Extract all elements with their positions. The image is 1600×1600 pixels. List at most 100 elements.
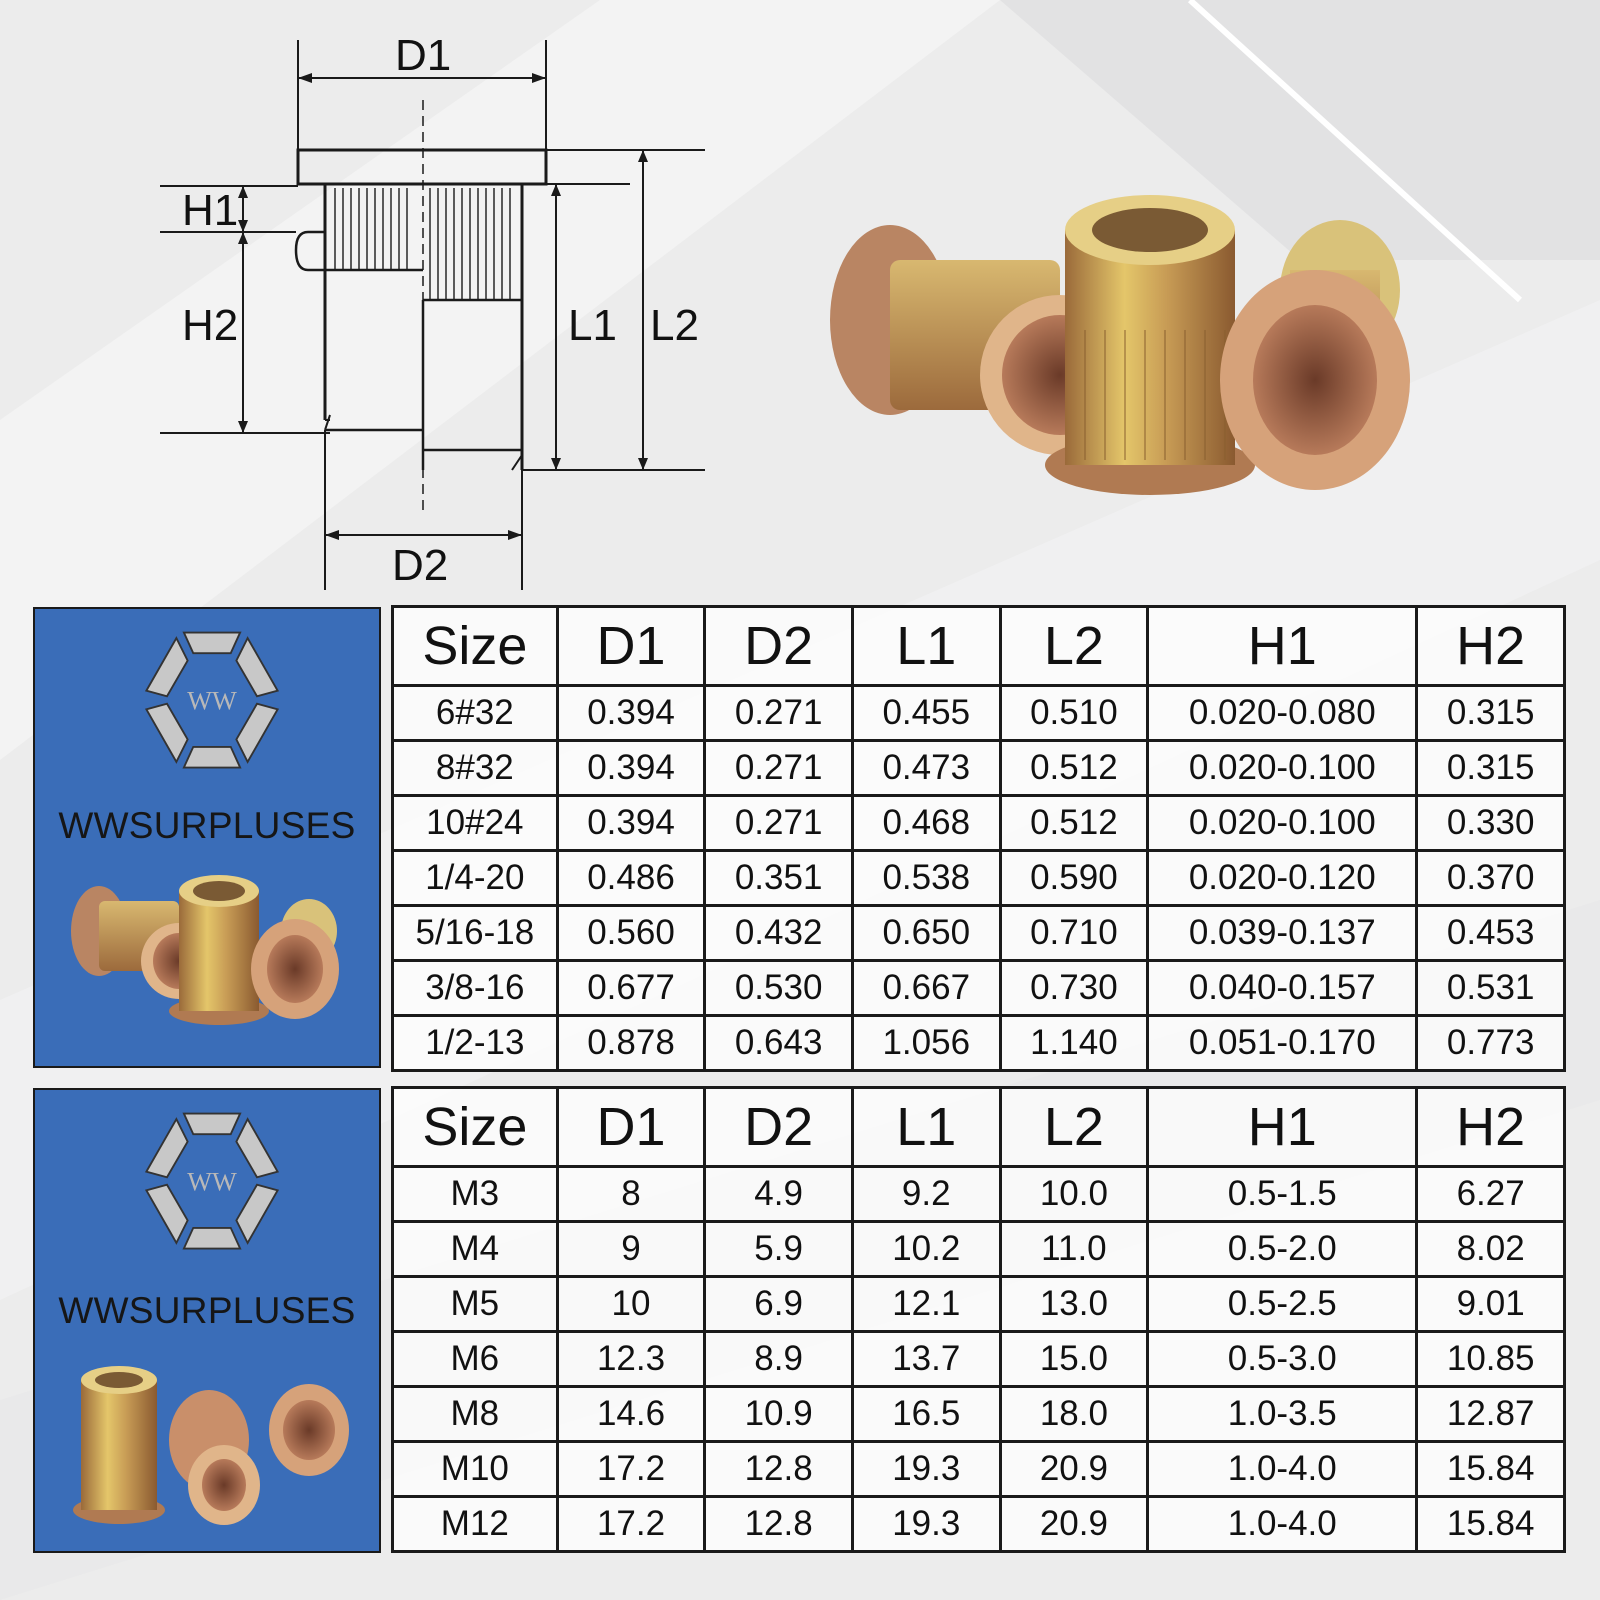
dimension-diagram: D1 D2 H1 H2 L1 L2 [160, 31, 705, 590]
table-cell: 0.677 [555, 959, 707, 1017]
table-cell: 13.7 [850, 1330, 1002, 1388]
table-row: 8#32 0.394 0.271 0.473 0.512 0.020-0.100… [391, 739, 1566, 797]
table-cell: 14.6 [555, 1385, 707, 1443]
column-header: L1 [850, 605, 1002, 687]
table-cell: M6 [391, 1330, 559, 1388]
table-cell: 0.271 [703, 739, 854, 797]
table-cell: 12.1 [850, 1275, 1002, 1333]
table-cell: 19.3 [850, 1495, 1002, 1553]
table-cell: M12 [391, 1495, 559, 1553]
table-header-row: Size D1 D2 L1 L2 H1 H2 [391, 1086, 1566, 1168]
table-cell: 6#32 [391, 684, 559, 742]
label-d2: D2 [392, 541, 448, 590]
table-cell: 0.643 [703, 1014, 854, 1072]
table-cell: 12.8 [703, 1440, 854, 1498]
label-l1: L1 [568, 301, 617, 350]
label-l2: L2 [650, 301, 699, 350]
table-cell: 1.0-4.0 [1146, 1495, 1419, 1553]
column-header: D2 [703, 605, 854, 687]
table-cell: 15.84 [1415, 1440, 1566, 1498]
table-cell: 0.710 [998, 904, 1150, 962]
table-row: 3/8-16 0.677 0.530 0.667 0.730 0.040-0.1… [391, 959, 1566, 1017]
table-cell: 13.0 [998, 1275, 1150, 1333]
table-cell: 6.27 [1415, 1165, 1566, 1223]
table-row: M8 14.6 10.9 16.5 18.0 1.0-3.5 12.87 [391, 1385, 1566, 1443]
table-row: M6 12.3 8.9 13.7 15.0 0.5-3.0 10.85 [391, 1330, 1566, 1388]
table-cell: 0.351 [703, 849, 854, 907]
table-cell: 1.056 [850, 1014, 1002, 1072]
table-cell: 12.3 [555, 1330, 707, 1388]
brand-panel-metric: WW WWSURPLUSES [33, 1088, 381, 1553]
table-cell: 20.9 [998, 1495, 1150, 1553]
metric-size-table: Size D1 D2 L1 L2 H1 H2 M3 8 4.9 9.2 10.0… [391, 1086, 1566, 1553]
brand-logo-icon: WW [144, 631, 280, 769]
column-header: L1 [850, 1086, 1002, 1168]
table-cell: 17.2 [555, 1495, 707, 1553]
table-cell: 4.9 [703, 1165, 854, 1223]
table-cell: M10 [391, 1440, 559, 1498]
table-cell: 12.8 [703, 1495, 854, 1553]
column-header: L2 [998, 1086, 1150, 1168]
table-cell: 10.0 [998, 1165, 1150, 1223]
table-cell: 0.538 [850, 849, 1002, 907]
table-cell: 0.667 [850, 959, 1002, 1017]
table-cell: 0.453 [1415, 904, 1566, 962]
table-cell: M4 [391, 1220, 559, 1278]
label-d1: D1 [395, 31, 451, 80]
table-cell: 0.039-0.137 [1146, 904, 1419, 962]
brand-panel-imperial: WW WWSURPLUSES [33, 607, 381, 1068]
table-row: M3 8 4.9 9.2 10.0 0.5-1.5 6.27 [391, 1165, 1566, 1223]
table-row: 6#32 0.394 0.271 0.455 0.510 0.020-0.080… [391, 684, 1566, 742]
table-row: M4 9 5.9 10.2 11.0 0.5-2.0 8.02 [391, 1220, 1566, 1278]
table-cell: 0.020-0.080 [1146, 684, 1419, 742]
logo-letters: WW [187, 1167, 237, 1196]
table-cell: 15.0 [998, 1330, 1150, 1388]
table-cell: 0.773 [1415, 1014, 1566, 1072]
table-cell: 0.530 [703, 959, 854, 1017]
column-header: D1 [555, 605, 707, 687]
table-cell: 10.85 [1415, 1330, 1566, 1388]
table-cell: M5 [391, 1275, 559, 1333]
table-cell: 9.01 [1415, 1275, 1566, 1333]
table-cell: 0.531 [1415, 959, 1566, 1017]
table-cell: 0.878 [555, 1014, 707, 1072]
table-cell: 16.5 [850, 1385, 1002, 1443]
table-cell: 19.3 [850, 1440, 1002, 1498]
rivet-nuts-thumbnail-icon [73, 1366, 349, 1525]
column-header: Size [391, 605, 559, 687]
table-cell: 0.468 [850, 794, 1002, 852]
table-row: 1/4-20 0.486 0.351 0.538 0.590 0.020-0.1… [391, 849, 1566, 907]
table-cell: 1.140 [998, 1014, 1150, 1072]
table-row: 5/16-18 0.560 0.432 0.650 0.710 0.039-0.… [391, 904, 1566, 962]
table-cell: 0.455 [850, 684, 1002, 742]
table-cell: 1/4-20 [391, 849, 559, 907]
table-cell: 9 [555, 1220, 707, 1278]
rivet-nut-photo [830, 195, 1410, 495]
table-cell: 0.020-0.100 [1146, 739, 1419, 797]
label-h1: H1 [182, 186, 238, 235]
table-cell: 0.5-2.5 [1146, 1275, 1419, 1333]
table-cell: 10 [555, 1275, 707, 1333]
table-cell: M3 [391, 1165, 559, 1223]
table-cell: 0.394 [555, 684, 707, 742]
column-header: D1 [555, 1086, 707, 1168]
table-cell: 1.0-3.5 [1146, 1385, 1419, 1443]
table-cell: 5.9 [703, 1220, 854, 1278]
table-cell: 18.0 [998, 1385, 1150, 1443]
table-cell: 0.271 [703, 684, 854, 742]
table-cell: 8.9 [703, 1330, 854, 1388]
table-cell: 3/8-16 [391, 959, 559, 1017]
table-cell: 11.0 [998, 1220, 1150, 1278]
table-cell: 1/2-13 [391, 1014, 559, 1072]
column-header: H2 [1415, 605, 1566, 687]
column-header: H2 [1415, 1086, 1566, 1168]
table-cell: 0.590 [998, 849, 1150, 907]
table-cell: 0.512 [998, 794, 1150, 852]
table-cell: 17.2 [555, 1440, 707, 1498]
table-cell: 0.330 [1415, 794, 1566, 852]
column-header: D2 [703, 1086, 854, 1168]
column-header: H1 [1146, 1086, 1419, 1168]
rivet-nuts-thumbnail-icon [71, 875, 339, 1025]
table-cell: 0.271 [703, 794, 854, 852]
table-cell: 0.020-0.120 [1146, 849, 1419, 907]
